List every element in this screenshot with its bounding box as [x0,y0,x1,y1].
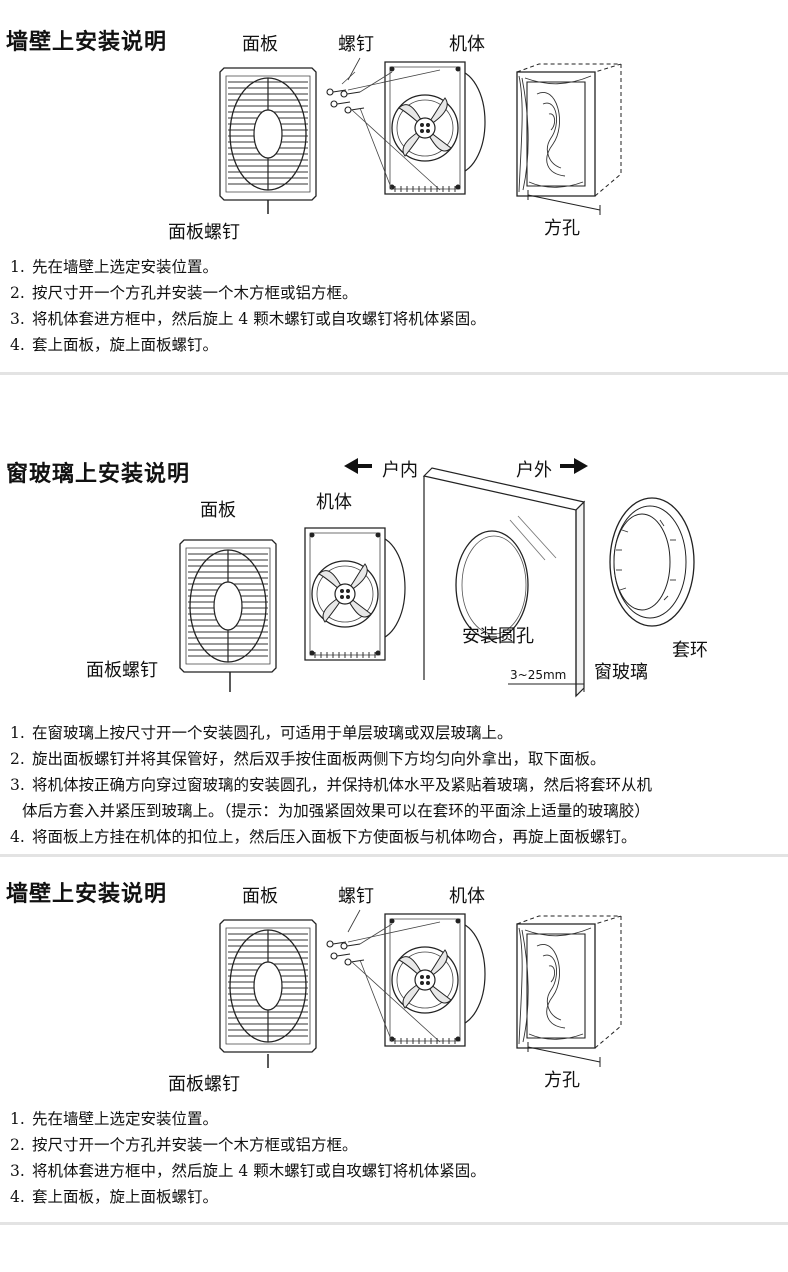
step-item: 2.旋出面板螺钉并将其保管好，然后双手按住面板两侧下方均匀向外拿出，取下面板。 [10,750,606,768]
panel-label: 面板 [242,34,278,55]
fan-body-drawing [384,61,486,195]
wall-install-section-1: 墙壁上安装说明 面板 螺钉 机体 面板螺钉 方孔 1.先在墙壁上选定安装位置。 … [0,0,788,380]
wood-frame-drawing [516,63,622,197]
body-label: 机体 [316,492,352,513]
wall-install-diagram [219,909,622,1068]
section-divider [0,854,788,857]
screws-drawing [326,88,365,114]
section-title: 窗玻璃上安装说明 [6,462,191,487]
body-label: 机体 [449,886,485,907]
install-steps: 1.先在墙壁上选定安装位置。 2.按尺寸开一个方孔并安装一个木方框或铝方框。 3… [10,1106,486,1210]
body-label: 机体 [449,34,485,55]
ring-label: 套环 [672,640,708,661]
install-steps: 1.先在墙壁上选定安装位置。 2.按尺寸开一个方孔并安装一个木方框或铝方框。 3… [10,254,486,358]
install-steps: 1.在窗玻璃上按尺寸开一个安装圆孔，可适用于单层玻璃或双层玻璃上。 2.旋出面板… [10,720,652,850]
step-item: 4.套上面板，旋上面板螺钉。 [10,336,219,354]
section-title: 墙壁上安装说明 [6,882,168,907]
outdoor-label: 户外 [516,460,552,481]
step-item: 3.将机体按正确方向穿过窗玻璃的安装圆孔，并保持机体水平及紧贴着玻璃，然后将套环… [10,776,653,794]
step-item: 1.先在墙壁上选定安装位置。 [10,1110,219,1128]
panel-label: 面板 [242,886,278,907]
step-item: 1.先在墙壁上选定安装位置。 [10,258,219,276]
indoor-label: 户内 [382,460,418,481]
glass-install-diagram [179,458,695,698]
panel-label: 面板 [200,500,236,521]
screw-label: 螺钉 [338,886,374,907]
outdoor-arrow-icon [560,458,588,474]
indoor-arrow-icon [344,458,372,474]
section-divider [0,372,788,375]
section-title: 墙壁上安装说明 [6,30,168,55]
step-item: 2.按尺寸开一个方孔并安装一个木方框或铝方框。 [10,284,358,302]
fan-body-drawing [304,527,406,661]
grille-panel-drawing [219,919,317,1053]
screw-label: 螺钉 [338,34,374,55]
grille-panel-drawing [179,539,277,673]
panel-screw-label: 面板螺钉 [168,1074,240,1095]
wall-install-diagram [219,57,622,215]
section-divider [0,1222,788,1225]
step-item-continued: 体后方套入并紧压到玻璃上。（提示：为加强紧固效果可以在套环的平面涂上适量的玻璃胶… [22,802,650,820]
step-item: 2.按尺寸开一个方孔并安装一个木方框或铝方框。 [10,1136,358,1154]
square-hole-label: 方孔 [544,1070,580,1091]
step-item: 1.在窗玻璃上按尺寸开一个安装圆孔，可适用于单层玻璃或双层玻璃上。 [10,724,513,742]
panel-screw-label: 面板螺钉 [168,222,240,243]
round-hole-label: 安装圆孔 [462,626,534,647]
thickness-label: 3~25mm [510,668,567,682]
step-item: 4.将面板上方挂在机体的扣位上，然后压入面板下方使面板与机体吻合，再旋上面板螺钉… [10,828,637,846]
step-item: 3.将机体套进方框中，然后旋上 4 颗木螺钉或自攻螺钉将机体紧固。 [10,310,486,328]
screws-drawing [326,940,365,966]
fan-body-drawing [384,913,486,1047]
wood-frame-drawing [516,915,622,1049]
glass-install-section: 窗玻璃上安装说明 [0,380,788,860]
wall-install-section-2: 墙壁上安装说明 面板 螺钉 机体 面板螺钉 方孔 1.先在墙壁上选定安装位置。 … [0,858,788,1272]
panel-screw-label: 面板螺钉 [86,660,158,681]
grille-panel-drawing [219,67,317,201]
step-item: 4.套上面板，旋上面板螺钉。 [10,1188,219,1206]
glass-label: 窗玻璃 [594,662,648,683]
step-item: 3.将机体套进方框中，然后旋上 4 颗木螺钉或自攻螺钉将机体紧固。 [10,1162,486,1180]
square-hole-label: 方孔 [544,218,580,239]
